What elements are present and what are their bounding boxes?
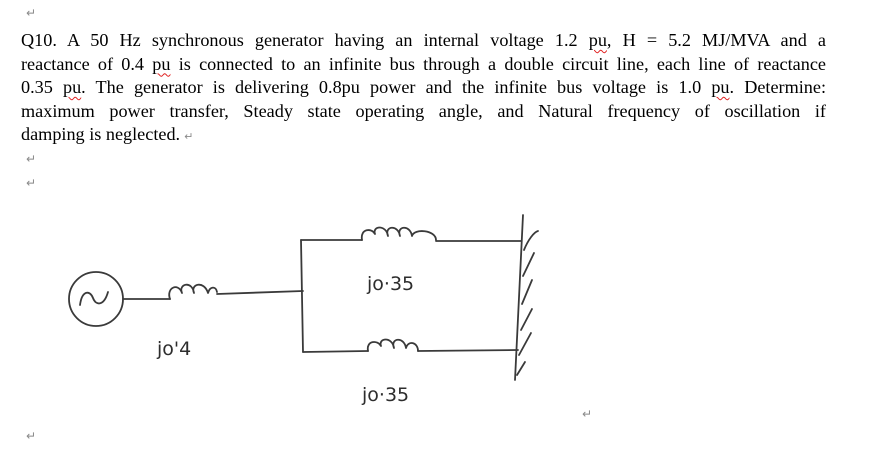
upper-line-reactance-label: jo·35 bbox=[366, 273, 414, 295]
inductor-icon-lower-line bbox=[366, 338, 419, 352]
paragraph-mark-bottom: ↵ bbox=[26, 429, 37, 443]
paragraph-mark-top: ↵ bbox=[26, 6, 37, 20]
inductor-icon-generator bbox=[168, 283, 218, 300]
circuit-diagram: jo'4 jo·35 jo·35 bbox=[68, 214, 539, 406]
question-line: reactance of 0.4 pu is connected to an i… bbox=[21, 53, 826, 77]
spellcheck-word: pu bbox=[62, 77, 82, 98]
generator-reactance-label: jo'4 bbox=[156, 338, 191, 360]
spellcheck-word: pu bbox=[152, 53, 171, 74]
question-text: Q10. A 50 Hz synchronous generator havin… bbox=[21, 30, 589, 50]
paragraph-mark-inline: ↵ bbox=[184, 130, 194, 144]
question-text: is connected to an infinite bus through … bbox=[170, 53, 826, 74]
question-line: Q10. A 50 Hz synchronous generator havin… bbox=[21, 29, 826, 53]
paragraph-mark-empty-2: ↵ bbox=[26, 176, 37, 190]
question-line: maximum power transfer, Steady state ope… bbox=[21, 100, 826, 124]
inductor-icon-upper-line bbox=[360, 226, 437, 241]
question-text: . Determine: bbox=[729, 77, 827, 98]
paragraph-mark-empty-1: ↵ bbox=[26, 152, 37, 166]
infinite-bus-icon bbox=[514, 214, 539, 381]
question-text: reactance of 0.4 bbox=[21, 53, 153, 74]
question-text: 0.35 bbox=[21, 77, 63, 98]
question-text: maximum power transfer, Steady state ope… bbox=[21, 100, 826, 121]
generator-icon bbox=[68, 271, 124, 327]
question-text: . The generator is delivering 0.8pu powe… bbox=[81, 77, 712, 98]
lower-line-reactance-label: jo·35 bbox=[361, 384, 409, 406]
question-text: damping is neglected. bbox=[21, 124, 181, 145]
question-line: damping is neglected.↵ bbox=[21, 123, 826, 149]
question-line: 0.35 pu. The generator is delivering 0.8… bbox=[21, 76, 826, 100]
paragraph-mark-after-diagram: ↵ bbox=[582, 407, 593, 421]
question-text: , H = 5.2 MJ/MVA and a bbox=[606, 30, 826, 50]
question-paragraph: Q10. A 50 Hz synchronous generator havin… bbox=[21, 29, 826, 149]
spellcheck-word: pu bbox=[711, 77, 730, 98]
spellcheck-word: pu bbox=[588, 30, 607, 50]
